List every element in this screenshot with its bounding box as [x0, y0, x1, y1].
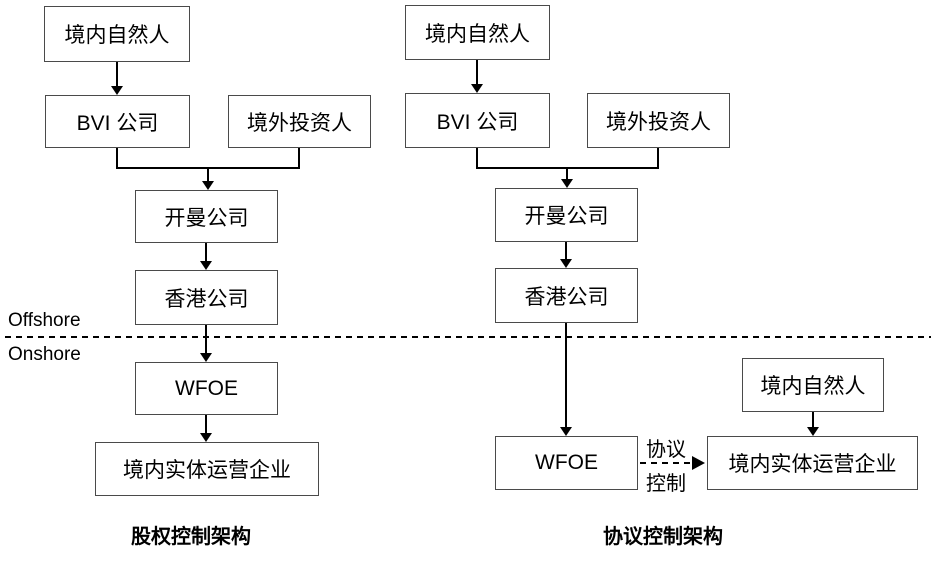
- vie-agreement-label-top: 协议: [641, 433, 691, 462]
- right-connector-bvi-drop: [476, 148, 478, 169]
- left-arrow-cayman-to-hk-head: [200, 261, 212, 270]
- right-foreign-investor-box: 境外投资人: [587, 93, 730, 148]
- right-arrow-natural-to-bvi-head: [471, 84, 483, 93]
- right-operating-entity-box: 境内实体运营企业: [707, 436, 918, 490]
- left-arrow-merge-to-cayman-line: [207, 168, 209, 181]
- right-arrow-merge-to-cayman-line: [566, 168, 568, 179]
- left-bvi-box: BVI 公司: [45, 95, 190, 148]
- left-cayman-box: 开曼公司: [135, 190, 278, 243]
- right-hongkong-box: 香港公司: [495, 268, 638, 323]
- left-operating-entity-box: 境内实体运营企业: [95, 442, 319, 496]
- right-arrow-hk-to-wfoe-head: [560, 427, 572, 436]
- onshore-label: Onshore: [8, 344, 81, 365]
- offshore-onshore-divider-line: [5, 336, 931, 338]
- right-arrow-cayman-to-hk-head: [560, 259, 572, 268]
- right-connector-foreign-drop: [657, 148, 659, 169]
- left-wfoe-box: WFOE: [135, 362, 278, 415]
- left-arrow-wfoe-to-opco-line: [205, 415, 207, 433]
- right-arrow-merge-to-cayman-head: [561, 179, 573, 188]
- left-connector-foreign-drop: [298, 148, 300, 169]
- right-bvi-box: BVI 公司: [405, 93, 550, 148]
- left-arrow-hk-to-wfoe-line: [205, 325, 207, 353]
- left-arrow-wfoe-to-opco-head: [200, 433, 212, 442]
- right-natural-person-onshore-box: 境内自然人: [742, 358, 884, 412]
- right-natural-person-box: 境内自然人: [405, 5, 550, 60]
- right-arrow-natural-to-opco-head: [807, 427, 819, 436]
- right-diagram-caption: 协议控制架构: [603, 526, 723, 548]
- left-arrow-hk-to-wfoe-head: [200, 353, 212, 362]
- left-hongkong-box: 香港公司: [135, 270, 278, 325]
- left-arrow-natural-to-bvi-head: [111, 86, 123, 95]
- right-cayman-box: 开曼公司: [495, 188, 638, 242]
- left-arrow-cayman-to-hk-line: [205, 243, 207, 261]
- right-arrow-natural-to-bvi-line: [476, 60, 478, 84]
- right-wfoe-box: WFOE: [495, 436, 638, 490]
- left-arrow-natural-to-bvi-line: [116, 62, 118, 86]
- left-natural-person-box: 境内自然人: [44, 6, 190, 62]
- vie-agreement-label-bottom: 控制: [641, 467, 691, 496]
- offshore-label: Offshore: [8, 310, 81, 331]
- left-foreign-investor-box: 境外投资人: [228, 95, 371, 148]
- left-connector-bvi-drop: [116, 148, 118, 169]
- left-diagram-caption: 股权控制架构: [131, 526, 251, 548]
- vie-dashed-arrow-head: [692, 456, 705, 470]
- vie-dashed-arrow-line: [640, 462, 692, 464]
- right-arrow-cayman-to-hk-line: [565, 242, 567, 259]
- left-arrow-merge-to-cayman-head: [202, 181, 214, 190]
- right-arrow-natural-to-opco-line: [812, 412, 814, 428]
- right-arrow-hk-to-wfoe-line: [565, 323, 567, 427]
